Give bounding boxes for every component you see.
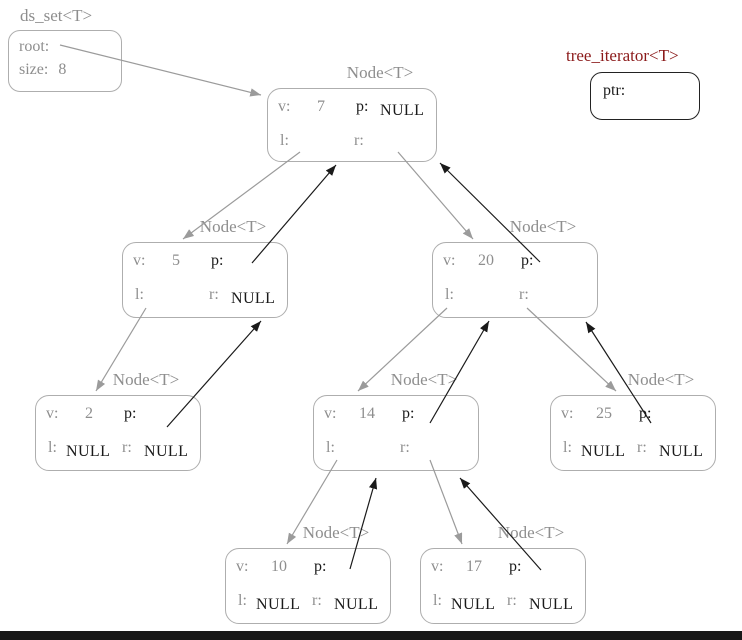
v-value: 17 [466, 558, 482, 575]
node-box: v: 14 p: l: r: [313, 395, 479, 471]
l-label: l: [563, 439, 572, 456]
ds-set-title: ds_set<T> [20, 6, 93, 25]
r-label: r: [209, 286, 219, 303]
tree-iterator-struct: tree_iterator<T> ptr: [566, 46, 700, 120]
tree-node-2: Node<T> v: 2 p: l: NULL r: NULL [35, 370, 201, 471]
v-label: v: [324, 405, 337, 422]
l-label: l: [280, 132, 289, 149]
tree-node-25: Node<T> v: 25 p: l: NULL r: NULL [550, 370, 716, 471]
l-label: l: [135, 286, 144, 303]
edge-14r-to-17 [429, 459, 463, 545]
ds-set-box: root: size: 8 [8, 30, 122, 92]
ds-set-struct: ds_set<T> root: size: 8 [8, 6, 122, 92]
p-label: p: [402, 405, 415, 422]
l-value: NULL [256, 596, 301, 613]
l-label: l: [445, 286, 454, 303]
r-label: r: [122, 439, 132, 456]
node-box: v: 20 p: l: r: [432, 242, 598, 318]
v-label: v: [236, 558, 249, 575]
v-label: v: [46, 405, 59, 422]
v-value: 14 [359, 405, 375, 422]
tree-iterator-title: tree_iterator<T> [566, 46, 679, 65]
node-box: v: 5 p: l: r: NULL [122, 242, 288, 318]
r-label: r: [400, 439, 410, 456]
l-value: NULL [66, 443, 111, 460]
r-value: NULL [231, 290, 276, 307]
r-label: r: [519, 286, 529, 303]
tree-node-10: Node<T> v: 10 p: l: NULL r: NULL [225, 523, 391, 624]
node-type-label: Node<T> [199, 217, 267, 236]
v-label: v: [561, 405, 574, 422]
node-box: v: 7 p: NULL l: r: [267, 88, 437, 162]
root-field: root: [19, 38, 121, 56]
node-type-label: Node<T> [390, 370, 458, 389]
r-value: NULL [144, 443, 189, 460]
v-value: 7 [317, 98, 325, 115]
p-label: p: [639, 405, 652, 422]
r-label: r: [354, 132, 364, 149]
root-label: root: [19, 38, 50, 55]
node-type-label: Node<T> [112, 370, 180, 389]
window-bottom-edge [0, 631, 742, 640]
l-label: l: [433, 592, 442, 609]
tree-node-7: Node<T> v: 7 p: NULL l: r: [267, 63, 437, 162]
tree-iterator-box: ptr: [590, 72, 700, 120]
tree-node-5: Node<T> v: 5 p: l: r: NULL [122, 217, 288, 318]
node-box: v: 25 p: l: NULL r: NULL [550, 395, 716, 471]
size-label: size: [19, 61, 49, 78]
v-label: v: [278, 98, 291, 115]
tree-node-14: Node<T> v: 14 p: l: r: [313, 370, 479, 471]
node-type-label: Node<T> [627, 370, 695, 389]
node-type-label: Node<T> [302, 523, 370, 542]
node-type-label: Node<T> [497, 523, 565, 542]
v-label: v: [133, 252, 146, 269]
p-label: p: [124, 405, 137, 422]
p-value: NULL [380, 102, 425, 119]
r-label: r: [507, 592, 517, 609]
r-value: NULL [529, 596, 574, 613]
p-label: p: [356, 98, 369, 115]
edge-7r-to-20 [397, 151, 474, 240]
r-value: NULL [659, 443, 704, 460]
v-label: v: [443, 252, 456, 269]
p-label: p: [521, 252, 534, 269]
size-value: 8 [58, 61, 67, 78]
v-value: 25 [596, 405, 612, 422]
size-field: size: 8 [19, 61, 121, 79]
p-label: p: [314, 558, 327, 575]
l-label: l: [326, 439, 335, 456]
l-value: NULL [581, 443, 626, 460]
l-label: l: [238, 592, 247, 609]
node-type-label: Node<T> [346, 63, 414, 82]
v-label: v: [431, 558, 444, 575]
p-label: p: [509, 558, 522, 575]
l-label: l: [48, 439, 57, 456]
node-type-label: Node<T> [509, 217, 577, 236]
node-box: v: 17 p: l: NULL r: NULL [420, 548, 586, 624]
ptr-label: ptr: [603, 82, 626, 99]
node-box: v: 10 p: l: NULL r: NULL [225, 548, 391, 624]
v-value: 20 [478, 252, 494, 269]
node-box: v: 2 p: l: NULL r: NULL [35, 395, 201, 471]
p-label: p: [211, 252, 224, 269]
edge-20r-to-25 [526, 307, 617, 392]
l-value: NULL [451, 596, 496, 613]
v-value: 5 [172, 252, 180, 269]
r-label: r: [312, 592, 322, 609]
r-label: r: [637, 439, 647, 456]
tree-node-17: Node<T> v: 17 p: l: NULL r: NULL [420, 523, 586, 624]
r-value: NULL [334, 596, 379, 613]
v-value: 2 [85, 405, 93, 422]
v-value: 10 [271, 558, 287, 575]
tree-node-20: Node<T> v: 20 p: l: r: [432, 217, 598, 318]
